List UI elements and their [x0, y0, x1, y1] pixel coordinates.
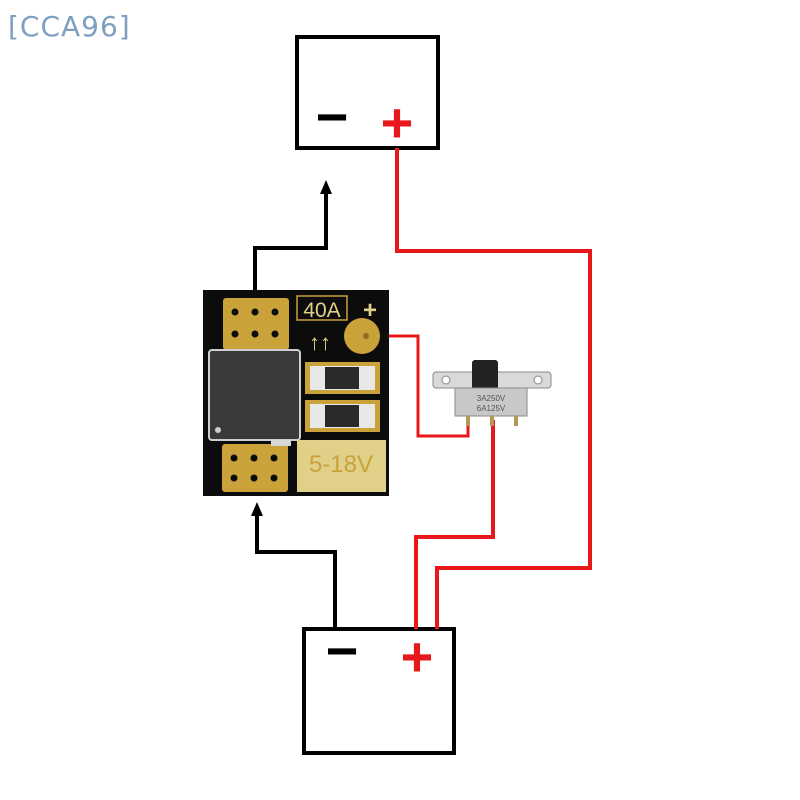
negative-wires — [251, 180, 337, 629]
load-box — [295, 35, 440, 150]
via-hole — [363, 333, 369, 339]
switch-rating-line2: 6A125V — [477, 404, 506, 413]
load-positive-wire — [395, 148, 592, 629]
arrows-label: ↑↑ — [309, 330, 331, 355]
switch-to-battery-wire — [414, 420, 495, 629]
battery-plus-sign: + — [401, 625, 434, 688]
battery-negative-wire — [255, 512, 337, 629]
battery-minus-sign: − — [326, 619, 359, 682]
arrow-up-icon — [320, 180, 332, 194]
output-negative-pad — [223, 298, 289, 350]
voltage-range-label: 5-18V — [309, 451, 373, 478]
battery-box — [302, 627, 456, 755]
via-hole — [271, 308, 279, 316]
via-hole — [251, 330, 259, 338]
battery: − + — [302, 619, 456, 755]
smd-diode — [325, 405, 359, 427]
mount-hole — [441, 375, 451, 385]
load-minus-sign: − — [316, 85, 349, 148]
watermark-text: [CCA96] — [8, 10, 131, 43]
slide-switch: 3A250V 6A125V — [432, 360, 552, 426]
pin1-marker — [215, 427, 221, 433]
switch-input-pad — [344, 318, 380, 354]
load-device: − + — [295, 35, 440, 154]
arrow-up-icon — [251, 502, 263, 516]
voltage-label-area — [297, 440, 386, 492]
via-hole — [251, 308, 259, 316]
positive-wires — [367, 148, 592, 629]
relay-module-board: 40A + ↑↑ 5-18V — [203, 290, 389, 496]
mosfet-chip — [208, 349, 301, 441]
via-hole — [230, 454, 238, 462]
switch-pin — [466, 416, 470, 426]
switch-rating-line1: 3A250V — [477, 394, 506, 403]
current-rating-label: 40A — [303, 299, 340, 322]
via-hole — [250, 474, 258, 482]
via-hole — [231, 330, 239, 338]
smd-diode — [325, 367, 359, 389]
switch-pin — [514, 416, 518, 426]
via-hole — [250, 454, 258, 462]
switch-pin — [490, 416, 494, 426]
module-to-switch-wire — [367, 334, 470, 438]
via-hole — [231, 308, 239, 316]
switch-slider-knob — [472, 360, 498, 390]
smd-resistor — [271, 440, 291, 446]
load-negative-wire — [253, 188, 328, 300]
current-label-box — [296, 295, 348, 321]
pcb-plus-label: + — [363, 297, 377, 324]
via-hole — [270, 474, 278, 482]
mount-hole — [533, 375, 543, 385]
via-hole — [271, 330, 279, 338]
input-negative-pad — [222, 444, 288, 492]
via-hole — [230, 474, 238, 482]
load-plus-sign: + — [381, 91, 414, 154]
via-hole — [270, 454, 278, 462]
